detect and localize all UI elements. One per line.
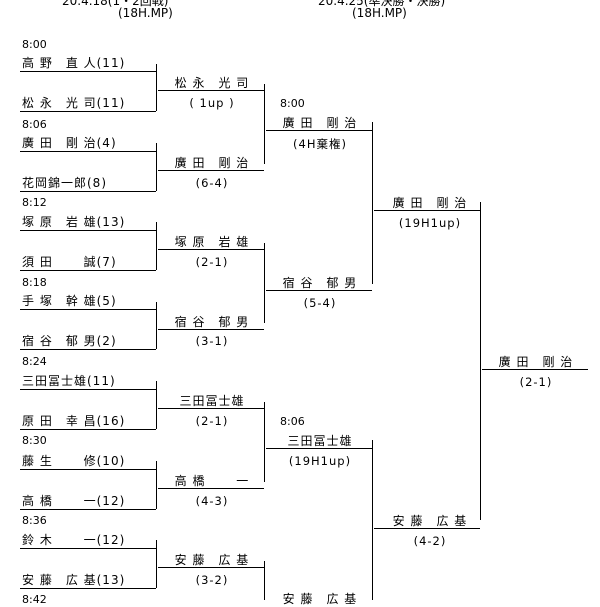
bracket-line xyxy=(266,448,372,449)
bracket-line xyxy=(20,469,156,470)
bracket-line xyxy=(20,349,156,350)
player-name: 廣 田 剛 治(4) xyxy=(22,136,117,150)
player-name: 松 永 光 司(11) xyxy=(22,96,126,110)
match-winner: 安 藤 広 基 xyxy=(392,514,468,528)
player-name: 高 橋 一(12) xyxy=(22,494,126,508)
match-time: 8:00 xyxy=(22,38,47,51)
bracket-line xyxy=(156,64,157,111)
round1-date-label: 20.4.18(1・2回戦) xyxy=(62,0,169,8)
player-name: 鈴 木 一(12) xyxy=(22,533,126,547)
bracket-line xyxy=(264,402,265,482)
match-score: (19H1up) xyxy=(398,216,462,230)
bracket-line xyxy=(480,202,481,520)
match-score: (3-2) xyxy=(195,573,229,587)
player-name: 三田冨士雄(11) xyxy=(22,374,116,388)
match-time: 8:30 xyxy=(22,434,47,447)
player-name: 高 野 直 人(11) xyxy=(22,56,126,70)
match-winner: 安 藤 広 基 xyxy=(174,553,250,567)
player-name: 宿 谷 郁 男(2) xyxy=(22,334,117,348)
bracket-line xyxy=(158,170,264,171)
bracket-line xyxy=(158,329,264,330)
match-winner: 安 藤 広 基 xyxy=(282,592,358,606)
bracket-line xyxy=(156,143,157,191)
match-winner: 三田冨士雄 xyxy=(179,394,245,408)
bracket-line xyxy=(158,408,264,409)
bracket-line xyxy=(158,567,264,568)
bracket-line xyxy=(156,461,157,509)
match-score: ( 1up ) xyxy=(189,96,235,110)
bracket-line xyxy=(20,588,156,589)
match-score: (4-3) xyxy=(195,494,229,508)
match-time: 8:24 xyxy=(22,355,47,368)
player-name: 手 塚 幹 雄(5) xyxy=(22,294,117,308)
player-name: 原 田 幸 昌(16) xyxy=(22,414,126,428)
match-winner: 三田冨士雄 xyxy=(287,434,353,448)
match-winner: 宿 谷 郁 男 xyxy=(174,315,250,329)
match-time: 8:18 xyxy=(22,276,47,289)
player-name: 須 田 誠(7) xyxy=(22,255,117,269)
champion-name: 廣 田 剛 治 xyxy=(498,355,574,369)
match-time: 8:06 xyxy=(22,118,47,131)
player-name: 花岡錦一郎(8) xyxy=(22,176,107,190)
round2-date-label: 20.4.25(準決勝・決勝) xyxy=(318,0,446,8)
match-score: (2-1) xyxy=(195,255,229,269)
bracket-line xyxy=(264,84,265,164)
bracket-line xyxy=(156,222,157,270)
bracket-line xyxy=(158,249,264,250)
match-winner: 塚 原 岩 雄 xyxy=(174,235,250,249)
match-score: (6-4) xyxy=(195,176,229,190)
bracket-line xyxy=(20,429,156,430)
bracket-line xyxy=(20,270,156,271)
bracket-line xyxy=(266,130,372,131)
match-time: 8:00 xyxy=(280,97,305,110)
match-time: 8:12 xyxy=(22,196,47,209)
bracket-line xyxy=(374,210,480,211)
bracket-line xyxy=(372,440,373,600)
bracket-line xyxy=(20,71,156,72)
bracket-line xyxy=(20,548,156,549)
bracket-line xyxy=(156,302,157,349)
match-winner: 廣 田 剛 治 xyxy=(282,116,358,130)
bracket-line xyxy=(20,309,156,310)
match-score: (3-1) xyxy=(195,334,229,348)
match-winner: 松 永 光 司 xyxy=(174,76,250,90)
match-score: (19H1up) xyxy=(288,454,352,468)
match-winner: 高 橋 一 xyxy=(174,474,250,488)
bracket-line xyxy=(20,151,156,152)
match-score: (4H棄権) xyxy=(293,137,347,151)
final-score: (2-1) xyxy=(519,375,553,389)
bracket-line xyxy=(374,528,480,529)
round1-format-label: (18H.MP) xyxy=(118,6,173,20)
match-winner: 廣 田 剛 治 xyxy=(174,156,250,170)
bracket-line xyxy=(20,509,156,510)
match-time: 8:06 xyxy=(280,415,305,428)
match-score: (4-2) xyxy=(413,534,447,548)
match-winner: 廣 田 剛 治 xyxy=(392,196,468,210)
bracket-line xyxy=(158,488,264,489)
round2-format-label: (18H.MP) xyxy=(352,6,407,20)
bracket-line xyxy=(156,381,157,429)
bracket-line xyxy=(372,122,373,284)
match-time: 8:36 xyxy=(22,514,47,527)
player-name: 藤 生 修(10) xyxy=(22,454,126,468)
bracket-line xyxy=(20,230,156,231)
player-name: 安 藤 広 基(13) xyxy=(22,573,126,587)
match-winner: 宿 谷 郁 男 xyxy=(282,276,358,290)
bracket-line xyxy=(20,191,156,192)
player-name: 塚 原 岩 雄(13) xyxy=(22,215,126,229)
bracket-line xyxy=(264,561,265,600)
bracket-line xyxy=(20,111,156,112)
bracket-line xyxy=(20,389,156,390)
match-score: (2-1) xyxy=(195,414,229,428)
bracket-line xyxy=(482,369,588,370)
bracket-line xyxy=(264,243,265,323)
bracket-line xyxy=(158,90,264,91)
bracket-line xyxy=(156,540,157,588)
match-score: (5-4) xyxy=(303,296,337,310)
bracket-line xyxy=(266,290,372,291)
